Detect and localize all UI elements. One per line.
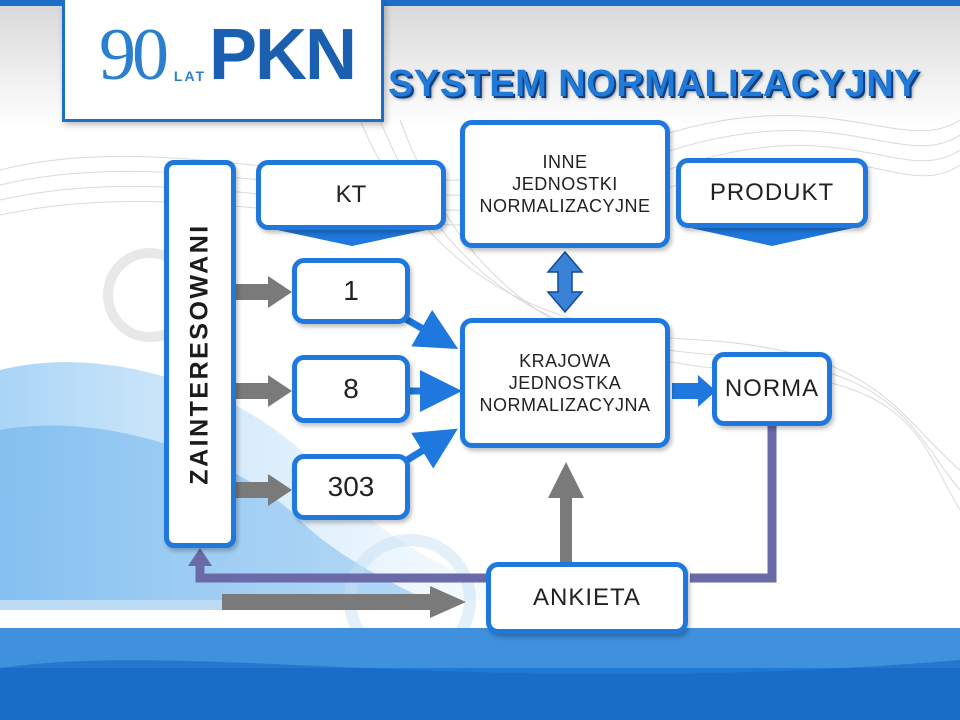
survey-to-national-arrow xyxy=(548,462,584,562)
other-bodies-line: NORMALIZACYJNE xyxy=(479,196,651,216)
national-body-line: KRAJOWA xyxy=(519,351,611,371)
other-bodies-line: JEDNOSTKI xyxy=(512,174,618,194)
logo-wordmark: PKN xyxy=(209,15,357,95)
kt-item-label: 8 xyxy=(343,373,359,404)
stakeholders-label: ZAINTERESOWANI xyxy=(185,223,214,485)
stakeholders-box: ZAINTERESOWANI xyxy=(164,160,236,548)
feedback-arrowhead xyxy=(188,548,212,566)
kt-box: KT xyxy=(256,160,446,230)
national-body-box: KRAJOWA JEDNOSTKA NORMALIZACYJNA xyxy=(460,318,670,448)
kt-item-label: 1 xyxy=(343,275,359,306)
survey-label: ANKIETA xyxy=(533,584,641,611)
kt-label: KT xyxy=(335,181,367,208)
kt-item-label: 303 xyxy=(327,471,375,502)
other-bodies-box: INNE JEDNOSTKI NORMALIZACYJNE xyxy=(460,120,670,248)
feedback-line xyxy=(195,424,777,583)
national-body-line: JEDNOSTKA xyxy=(508,373,622,393)
bottom-input-arrow xyxy=(222,586,466,618)
kt-to-national-arrows xyxy=(402,309,462,469)
product-label: PRODUKT xyxy=(709,179,835,206)
national-to-norm-arrow xyxy=(672,375,716,407)
national-body-line: NORMALIZACYJNA xyxy=(479,395,651,415)
norm-label: NORMA xyxy=(724,375,820,402)
survey-box: ANKIETA xyxy=(486,562,688,634)
logo-number: 90 xyxy=(99,14,169,96)
kt-item-8: 8 xyxy=(292,355,410,423)
product-chevron xyxy=(682,226,862,246)
stakeholder-arrows xyxy=(236,276,292,506)
norm-box: NORMA xyxy=(712,352,832,426)
page-title: SYSTEM NORMALIZACYJNY xyxy=(388,63,920,105)
logo: 90 LAT PKN xyxy=(62,0,384,122)
double-arrow xyxy=(546,250,584,314)
kt-item-303: 303 xyxy=(292,454,410,520)
kt-chevron xyxy=(268,228,436,246)
other-bodies-line: INNE xyxy=(542,152,588,172)
product-box: PRODUKT xyxy=(676,158,868,228)
kt-item-1: 1 xyxy=(292,258,410,324)
logo-lat: LAT xyxy=(165,68,215,84)
